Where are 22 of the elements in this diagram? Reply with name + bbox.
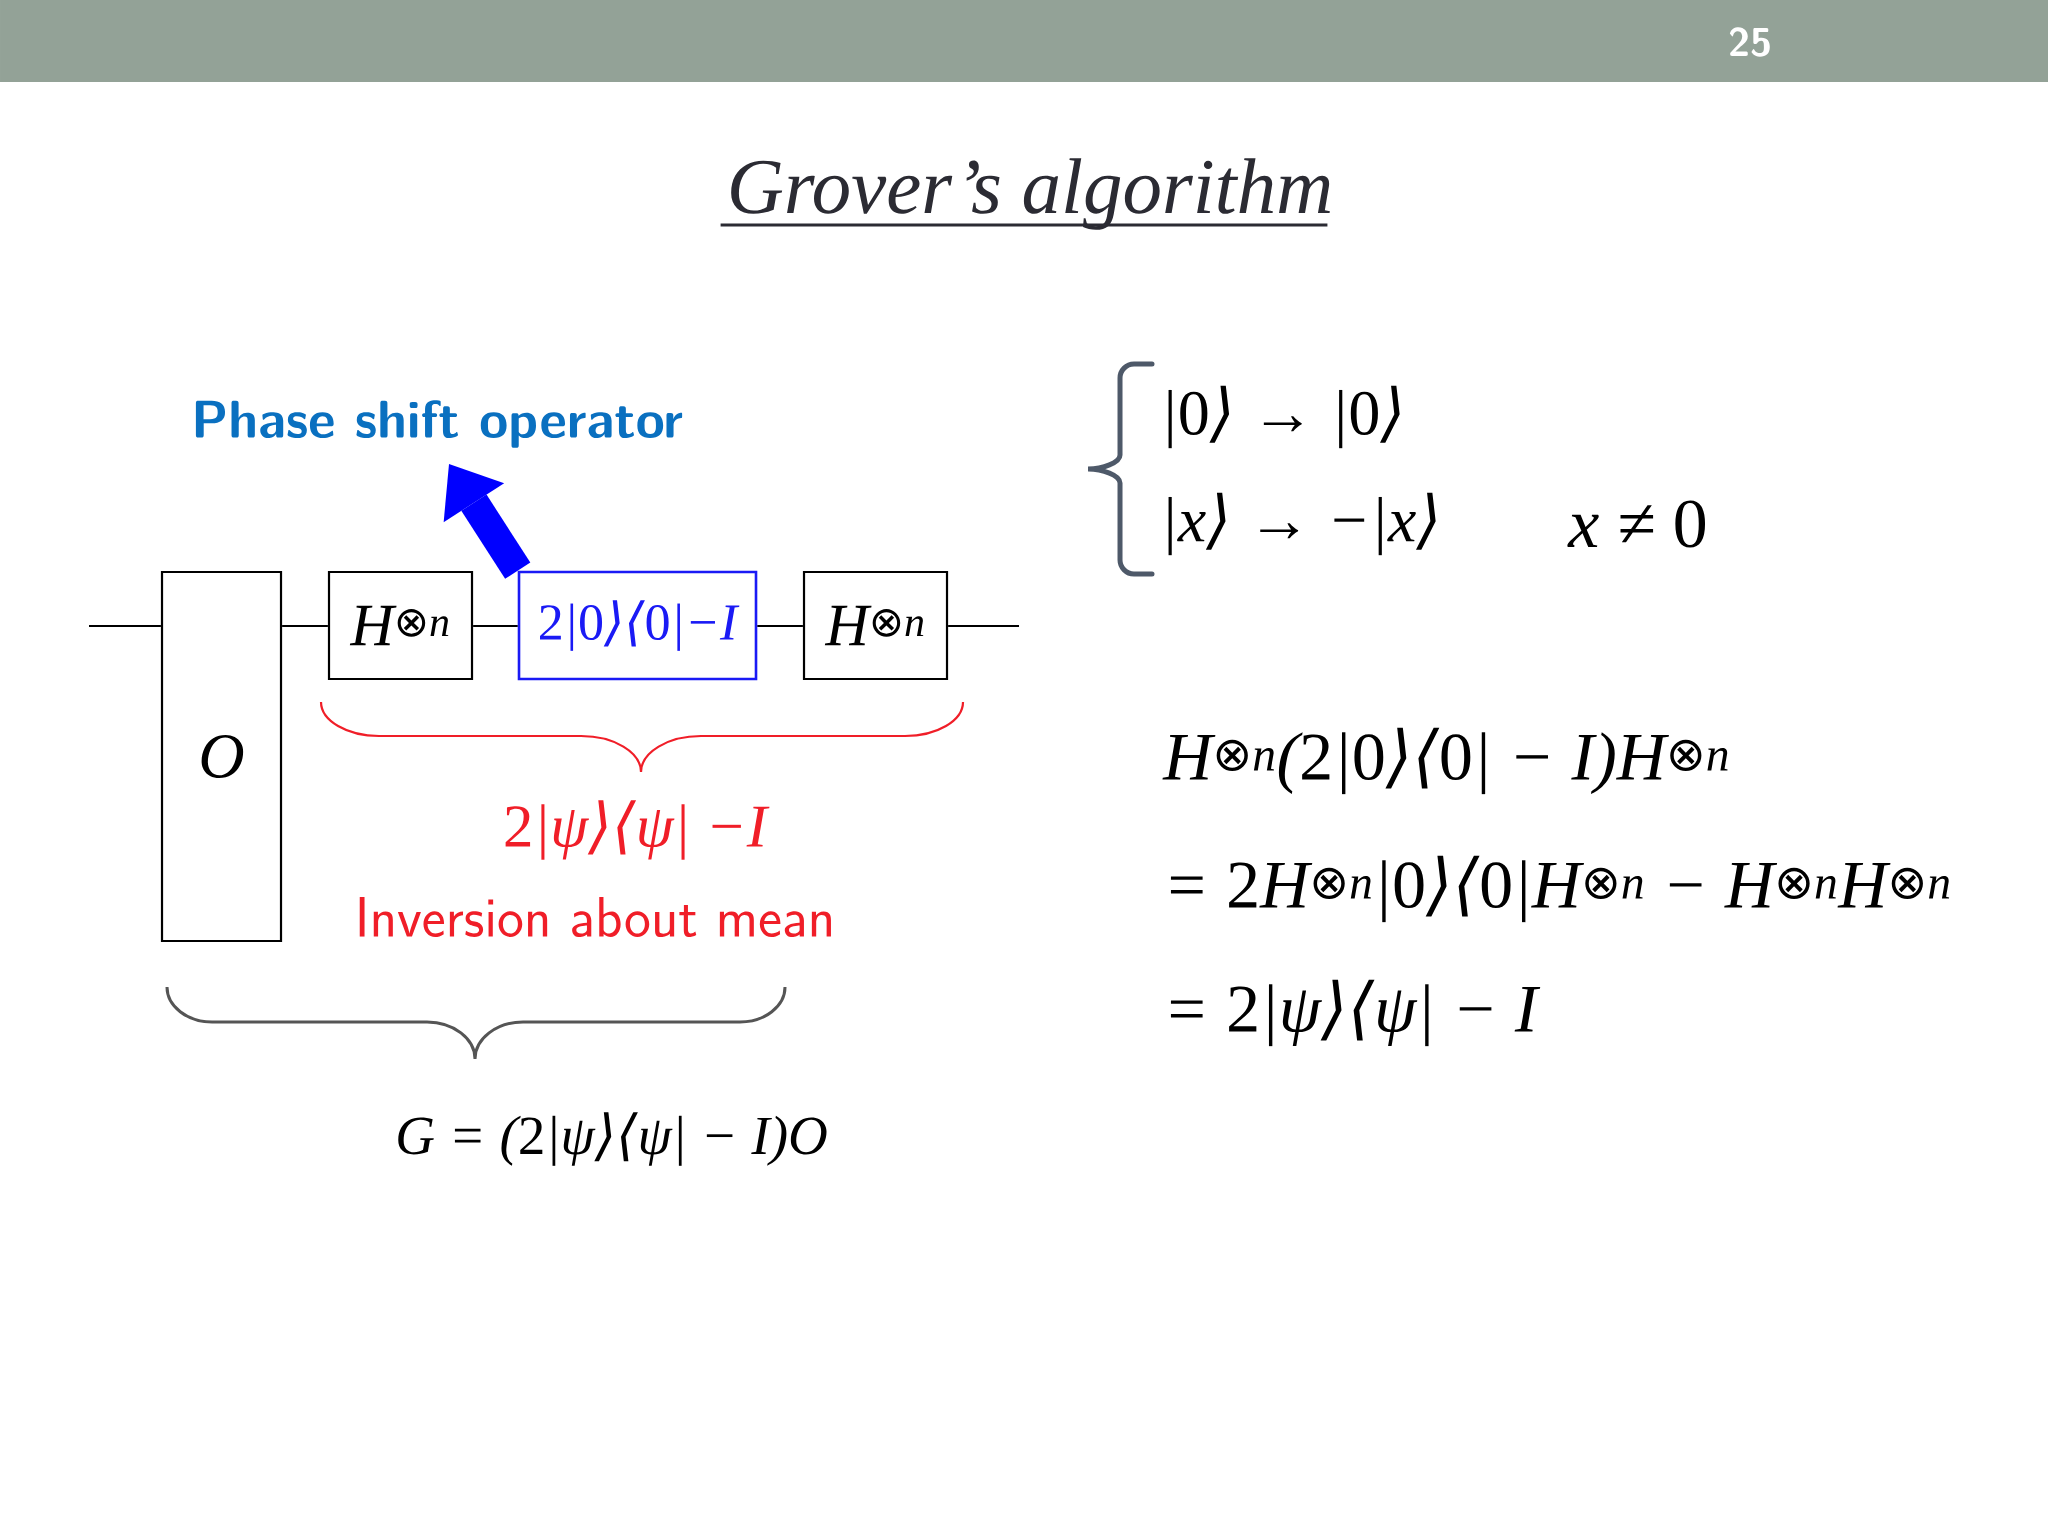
annotation-text: Inversion about mean	[359, 897, 831, 937]
circuit-wire	[948, 624, 1019, 628]
callout-text: Phase shift operator	[195, 400, 683, 448]
equation: x ≠ 0	[1567, 500, 1706, 548]
gate-box: H$^{⊗n}$	[327, 570, 474, 681]
circuit-wire	[282, 624, 328, 628]
arrow	[443, 464, 531, 579]
equation: |x⟩ → −|x⟩	[1168, 492, 1436, 556]
equation: = 2H$^{⊗n}$|0⟩⟨0|H$^{⊗n}$ − H$^{⊗n}$H$^{⊗n}$	[1170, 855, 1950, 923]
gate-box: 2|0⟩⟨0|−I	[517, 570, 758, 681]
circuit-wire	[473, 624, 518, 628]
page-number: 25	[1729, 27, 1770, 57]
equation: G = (2|ψ⟩⟨ψ| − I)O	[398, 1112, 827, 1166]
gate-box: H$^{⊗n}$	[802, 570, 949, 681]
equation: 2|ψ⟩⟨ψ| −I	[505, 800, 770, 860]
circuit-wire	[757, 624, 803, 628]
equation: = 2|ψ⟩⟨ψ| − I	[1170, 979, 1541, 1047]
equation: H$^{⊗n}$(2|0⟩⟨0| − I)H$^{⊗n}$	[1162, 727, 1728, 795]
circuit-wire	[89, 624, 161, 628]
gate-box: O	[160, 570, 283, 943]
equation: |0⟩ → |0⟩	[1168, 385, 1400, 449]
slide-title: Grover’s algorithm	[720, 158, 1330, 230]
